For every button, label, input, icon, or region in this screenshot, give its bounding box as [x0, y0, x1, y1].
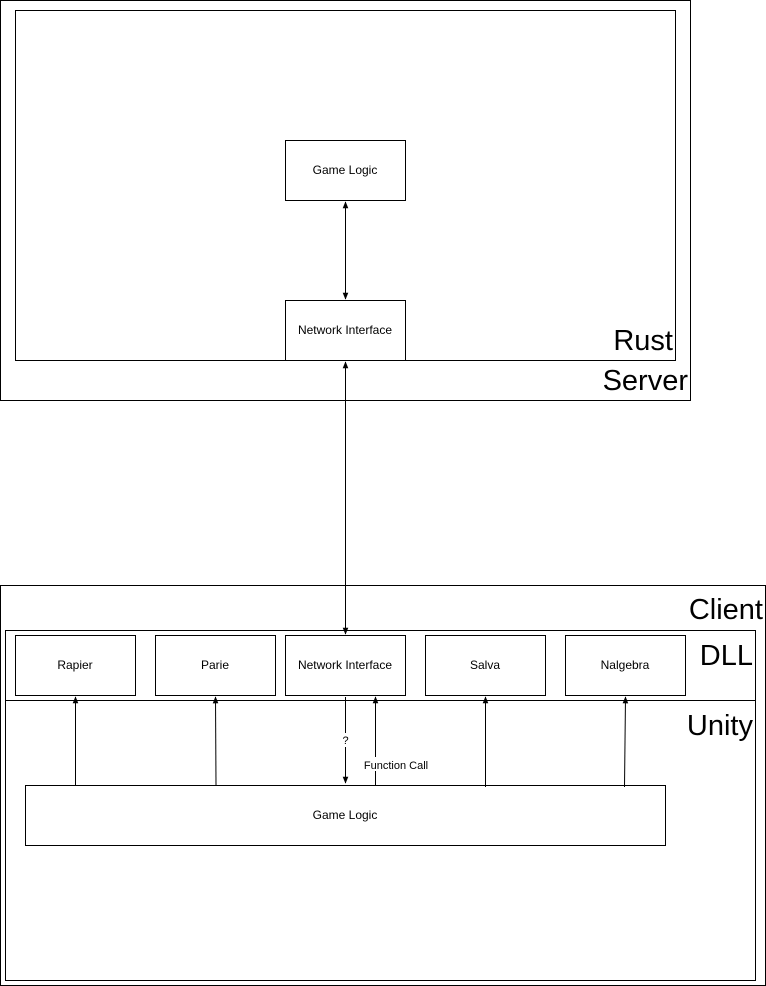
server-network-interface-label: Network Interface — [298, 323, 392, 337]
rust-title: Rust — [613, 325, 673, 357]
unity-title: Unity — [687, 710, 754, 742]
dll-title: DLL — [700, 640, 753, 672]
dll-module-nalgebra-box — [565, 635, 686, 696]
server-game-logic-box — [285, 140, 406, 201]
unity-game-logic-label: Game Logic — [313, 808, 378, 822]
dll-module-salva-label: Salva — [470, 658, 500, 672]
question-mark-label: ? — [342, 735, 348, 747]
client-title: Client — [689, 594, 763, 626]
function-call-label: Function Call — [364, 760, 428, 772]
dll-module-rapier-label: Rapier — [57, 658, 92, 672]
dll-module-nalgebra-label: Nalgebra — [601, 658, 650, 672]
dll-module-parie-box — [155, 635, 276, 696]
server-title: Server — [603, 365, 689, 397]
server-network-interface-box — [285, 300, 406, 361]
dll-module-salva-box — [425, 635, 546, 696]
dll-module-rapier-box — [15, 635, 136, 696]
dll-module-network-interface-box — [285, 635, 406, 696]
arrow-to-nalgebra — [622, 696, 629, 788]
arrow-to-parie — [212, 696, 219, 786]
server-game-logic-label: Game Logic — [313, 163, 378, 177]
dll-module-parie-label: Parie — [201, 658, 229, 672]
unity-container — [5, 700, 756, 981]
dll-module-network-interface-label: Network Interface — [298, 658, 392, 672]
unity-game-logic-box — [25, 785, 666, 846]
